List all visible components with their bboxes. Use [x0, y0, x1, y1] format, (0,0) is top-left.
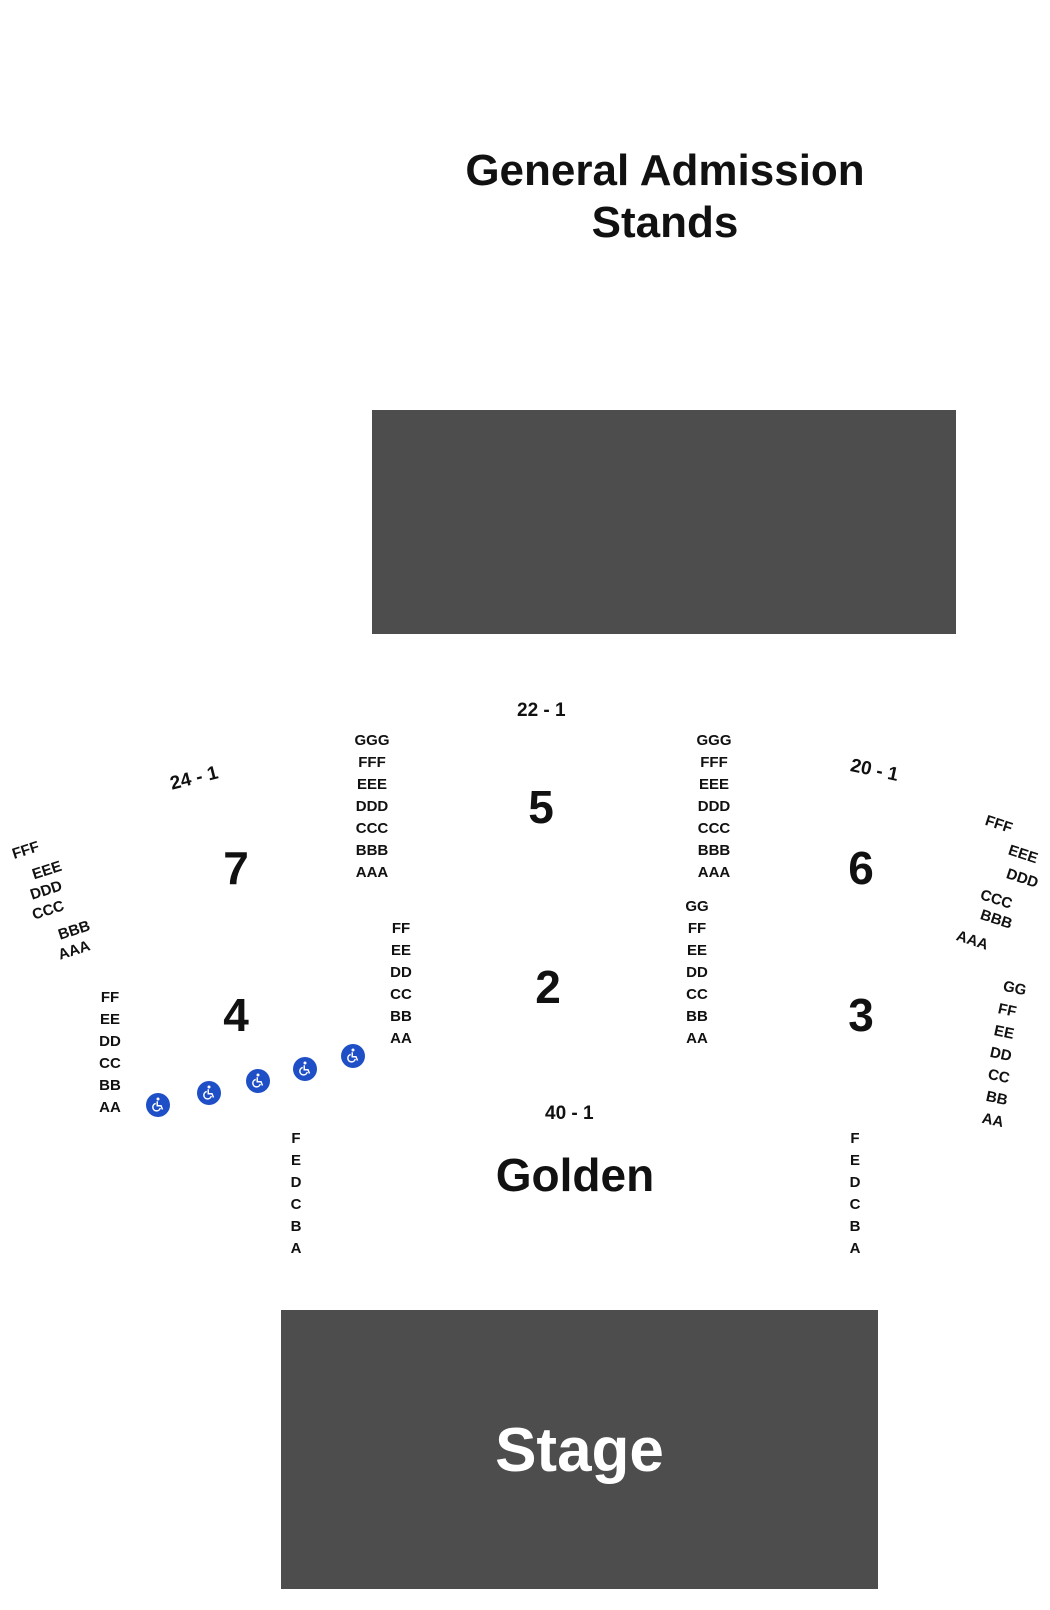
row-label: BBB [697, 842, 731, 859]
row-label: EE [992, 1022, 1016, 1043]
row-label: GGG [354, 732, 390, 749]
row-label: C [849, 1196, 861, 1213]
general-admission-stands-area[interactable] [372, 410, 956, 634]
row-label: AA [390, 1030, 412, 1047]
section-6-seat-range: 20 - 1 [848, 755, 901, 786]
wheelchair-icon [347, 1048, 359, 1063]
section-4-label[interactable]: 4 [223, 989, 249, 1041]
row-label: DDD [355, 798, 389, 815]
floor-left-rows: F E D C B A [286, 1128, 306, 1260]
row-label: FFF [358, 754, 386, 771]
wheelchair-seat[interactable] [293, 1057, 317, 1081]
row-label: BB [390, 1008, 412, 1025]
ga-title-line1: General Admission [465, 146, 865, 195]
row-label: EEE [1006, 841, 1040, 868]
ga-title-line2: Stands [591, 198, 739, 247]
wheelchair-seat[interactable] [197, 1081, 221, 1105]
row-label: FFF [983, 812, 1015, 837]
wheelchair-icon [299, 1061, 311, 1076]
row-label: D [290, 1174, 302, 1191]
row-label: DD [686, 964, 708, 981]
row-label: CC [99, 1055, 121, 1072]
wheelchair-seat[interactable] [146, 1093, 170, 1117]
row-label: BB [99, 1077, 121, 1094]
section-6-label[interactable]: 6 [848, 842, 874, 894]
stage-area: Stage [281, 1310, 878, 1589]
wheelchair-icon [252, 1073, 264, 1088]
row-label: A [290, 1240, 302, 1257]
row-label: DD [99, 1033, 121, 1050]
section-5-left-rows: GGG FFF EEE DDD CCC BBB AAA [352, 730, 392, 884]
row-label: B [849, 1218, 861, 1235]
row-label: D [849, 1174, 861, 1191]
row-label: CC [686, 986, 708, 1003]
row-label: A [849, 1240, 861, 1257]
floor-right-rows: F E D C B A [845, 1128, 865, 1260]
row-label: AAA [954, 927, 991, 954]
row-label: EEE [356, 776, 387, 793]
row-label: GG [685, 898, 709, 915]
row-label: FF [100, 989, 120, 1006]
row-label: EE [686, 942, 707, 959]
row-label: FFF [10, 838, 42, 863]
row-label: F [291, 1130, 301, 1147]
wheelchair-icon [152, 1097, 164, 1112]
row-label: DD [390, 964, 412, 981]
row-label: CCC [697, 820, 731, 837]
row-label: CC [390, 986, 412, 1003]
section-3-label[interactable]: 3 [848, 989, 874, 1041]
row-label: AAA [697, 864, 731, 881]
row-label: AA [99, 1099, 121, 1116]
row-label: DD [988, 1043, 1014, 1066]
row-label: FFF [700, 754, 728, 771]
row-label: B [290, 1218, 302, 1235]
row-label: DDD [697, 798, 731, 815]
row-label: BBB [355, 842, 389, 859]
section-5-seat-range: 22 - 1 [517, 700, 566, 721]
section-5-label[interactable]: 5 [528, 781, 554, 833]
section-5-right-rows: GGG FFF EEE DDD CCC BBB AAA [694, 730, 734, 884]
row-label: GG [1001, 977, 1028, 1000]
row-label: C [290, 1196, 302, 1213]
section-7-label[interactable]: 7 [223, 842, 249, 894]
wheelchair-seat[interactable] [246, 1069, 270, 1093]
golden-floor-label[interactable]: Golden [495, 1149, 655, 1201]
section-2-label[interactable]: 2 [535, 961, 561, 1013]
row-label: BB [984, 1087, 1010, 1110]
row-label: AAA [355, 864, 389, 881]
row-label: DDD [1004, 865, 1041, 892]
row-label: AA [980, 1109, 1006, 1132]
row-label: E [849, 1152, 860, 1169]
section-2-right-rows: GG FF EE DD CC BB AA [679, 896, 715, 1050]
row-label: EE [390, 942, 411, 959]
wheelchair-seat[interactable] [341, 1044, 365, 1068]
row-label: E [290, 1152, 301, 1169]
row-label: F [850, 1130, 860, 1147]
row-label: FF [391, 920, 411, 937]
row-label: GGG [696, 732, 732, 749]
section-2-seat-range: 40 - 1 [545, 1103, 594, 1124]
row-label: CCC [355, 820, 389, 837]
wheelchair-icon [203, 1085, 215, 1100]
section-4-left-rows: FF EE DD CC BB AA [92, 987, 128, 1119]
row-label: EEE [698, 776, 729, 793]
row-label: CC [986, 1065, 1012, 1088]
row-label: BB [686, 1008, 708, 1025]
section-2-left-rows: FF EE DD CC BB AA [383, 918, 419, 1050]
row-label: AA [686, 1030, 708, 1047]
row-label: FF [996, 1000, 1018, 1021]
stage-label: Stage [495, 1416, 664, 1485]
row-label: FF [687, 920, 707, 937]
general-admission-title: General Admission Stands [420, 145, 910, 249]
section-7-seat-range: 24 - 1 [168, 762, 221, 795]
row-label: EE [99, 1011, 120, 1028]
